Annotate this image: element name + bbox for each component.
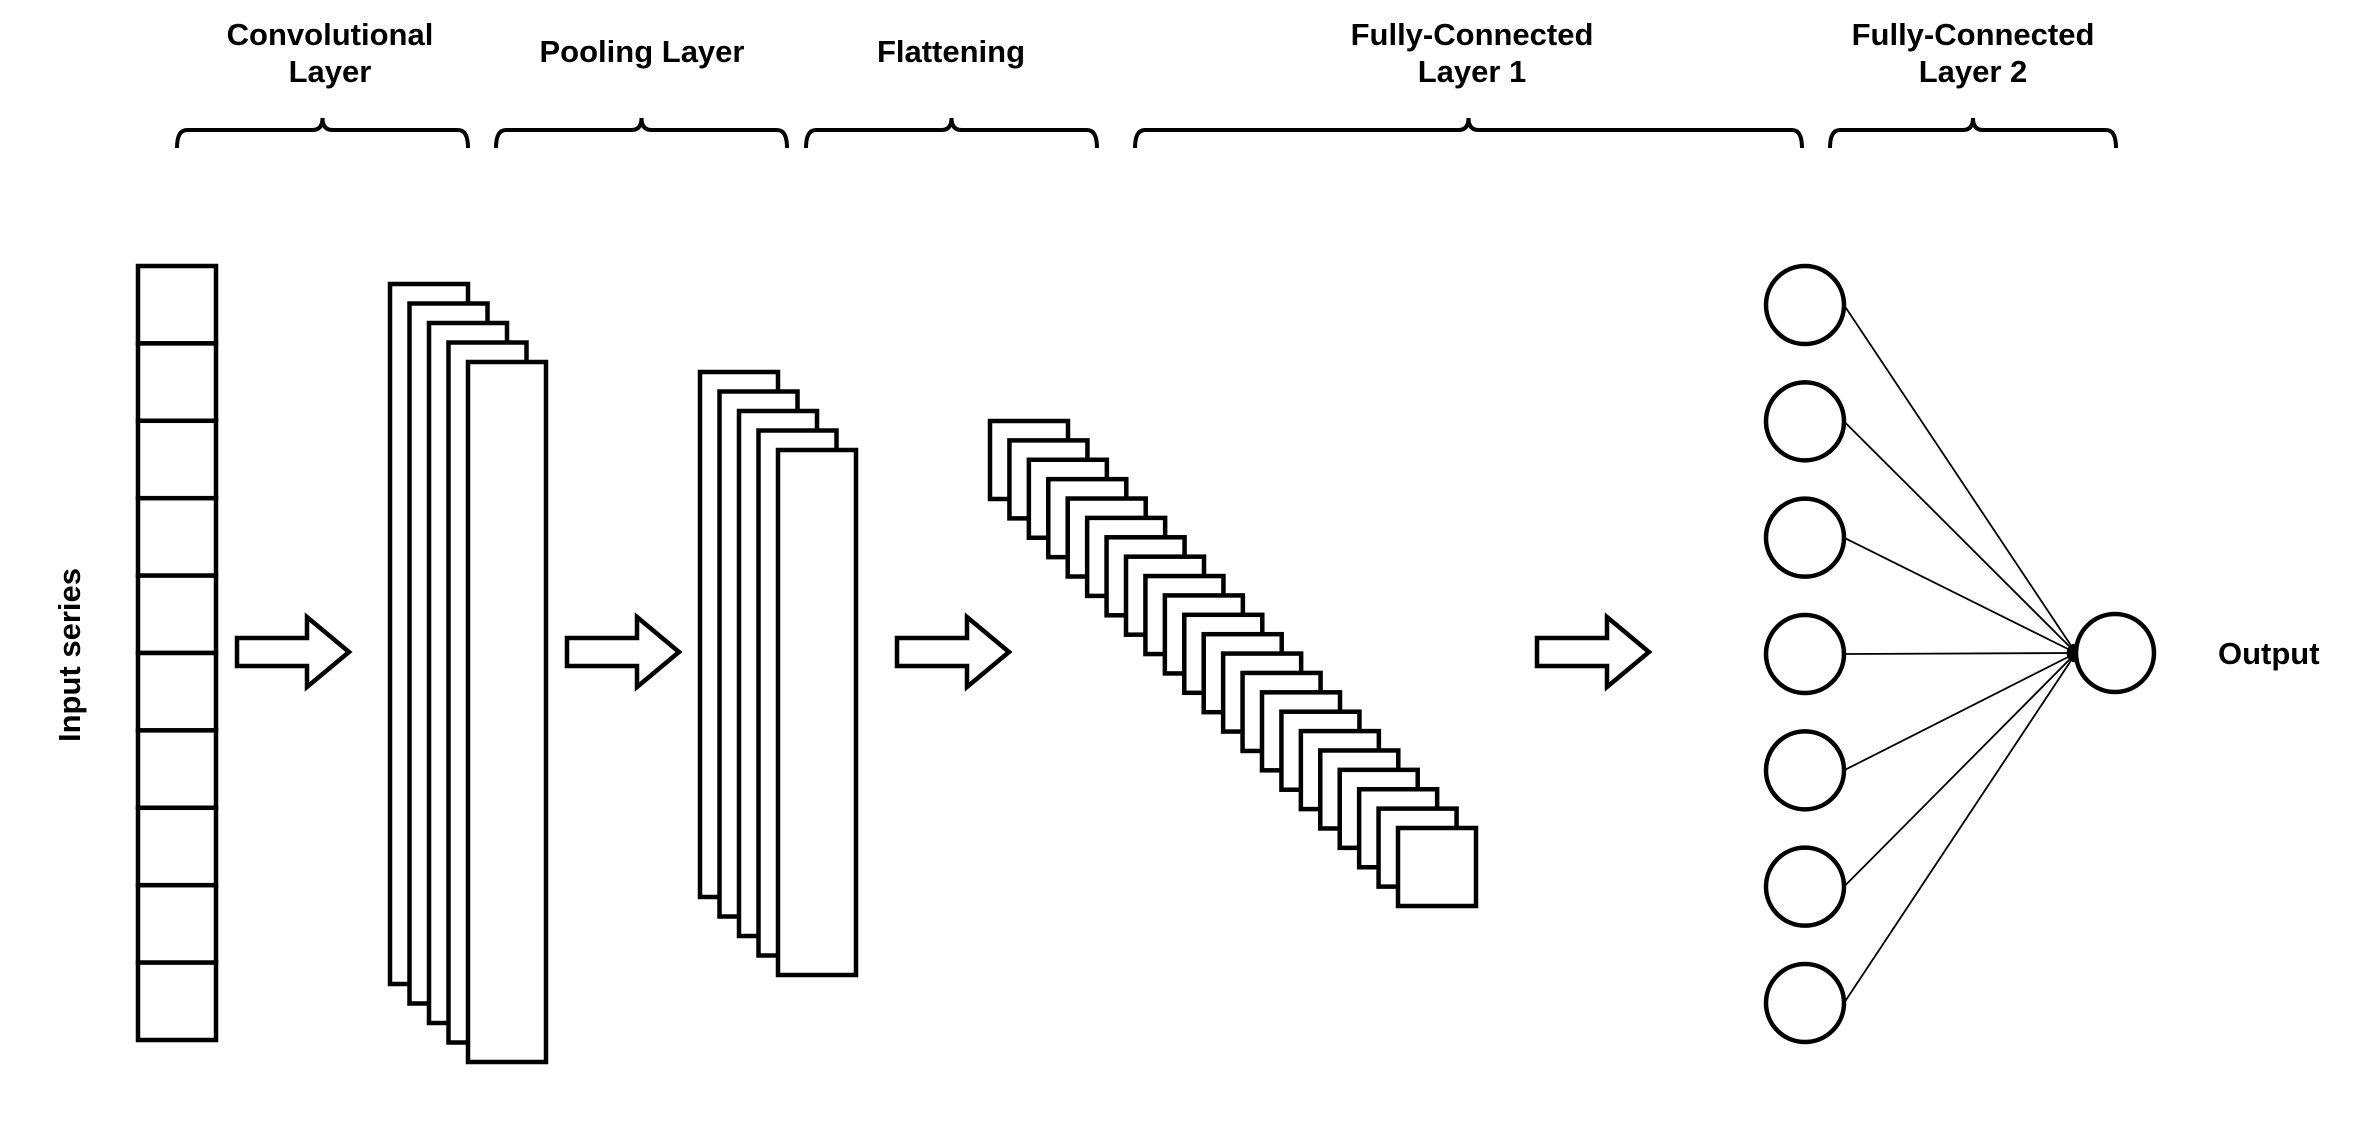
- block-arrow-icon: [894, 612, 1013, 692]
- curly-brace: [1828, 117, 2118, 149]
- fc-layer2-title-line2: Layer 2: [1919, 54, 2028, 89]
- fc-layer-nodes: [1763, 263, 1847, 1045]
- fc-layer1-title-line1: Fully-Connected: [1351, 17, 1594, 52]
- fc-connection-line: [1843, 652, 2077, 772]
- fc-node: [1763, 729, 1847, 812]
- curly-brace: [494, 117, 789, 149]
- conv-feature-map: [465, 359, 549, 1065]
- input-cell: [135, 882, 219, 965]
- flattened-vector: [987, 418, 1479, 909]
- fc-connection-line: [1843, 536, 2077, 654]
- input-cell: [135, 263, 219, 346]
- output-layer: [2073, 611, 2157, 695]
- input-cell: [135, 650, 219, 733]
- block-arrow-icon: [234, 612, 353, 692]
- input-cell: [135, 960, 219, 1043]
- input-cell: [135, 573, 219, 656]
- fc-connections: [1843, 304, 2077, 1004]
- curly-brace: [175, 117, 470, 149]
- output-label: Output: [2218, 636, 2320, 671]
- curly-brace: [804, 117, 1099, 149]
- fc-connection-line: [1843, 652, 2077, 1004]
- fc-connection-line: [1843, 304, 2077, 654]
- input-cell: [135, 495, 219, 578]
- flattening-title: Flattening: [877, 34, 1025, 69]
- fc-connection-line: [1843, 649, 2077, 658]
- stage-arrows: [234, 612, 1653, 692]
- input-cell: [135, 341, 219, 424]
- input-cell: [135, 418, 219, 501]
- fc-node: [1763, 496, 1847, 579]
- output-node: [2073, 611, 2157, 695]
- block-arrow-icon: [1534, 612, 1653, 692]
- flattened-unit: [1395, 825, 1479, 909]
- pooled-feature-map: [775, 447, 859, 978]
- fc-layer1-title-line2: Layer 1: [1418, 54, 1527, 89]
- fc-node: [1763, 612, 1847, 696]
- block-arrow-icon: [564, 612, 683, 692]
- fc-connection-line: [1843, 652, 2077, 888]
- fc-node: [1763, 961, 1847, 1045]
- fc-connection-line: [1843, 420, 2077, 654]
- input-cell: [135, 805, 219, 888]
- pooling-layer-title: Pooling Layer: [540, 34, 745, 69]
- input-series-column: [135, 263, 219, 1043]
- fc-node: [1763, 845, 1847, 928]
- conv-layer-title-line1: Convolutional: [227, 17, 434, 52]
- input-cell: [135, 728, 219, 811]
- stage-braces: [175, 117, 2118, 149]
- input-series-label: Input series: [52, 568, 87, 742]
- conv-feature-maps: [387, 281, 549, 1065]
- fc-node: [1763, 380, 1847, 463]
- curly-brace: [1133, 117, 1804, 149]
- fc-layer2-title-line1: Fully-Connected: [1852, 17, 2095, 52]
- conv-layer-title-line2: Layer: [289, 54, 372, 89]
- fc-node: [1763, 263, 1847, 347]
- pooled-feature-maps: [697, 369, 859, 978]
